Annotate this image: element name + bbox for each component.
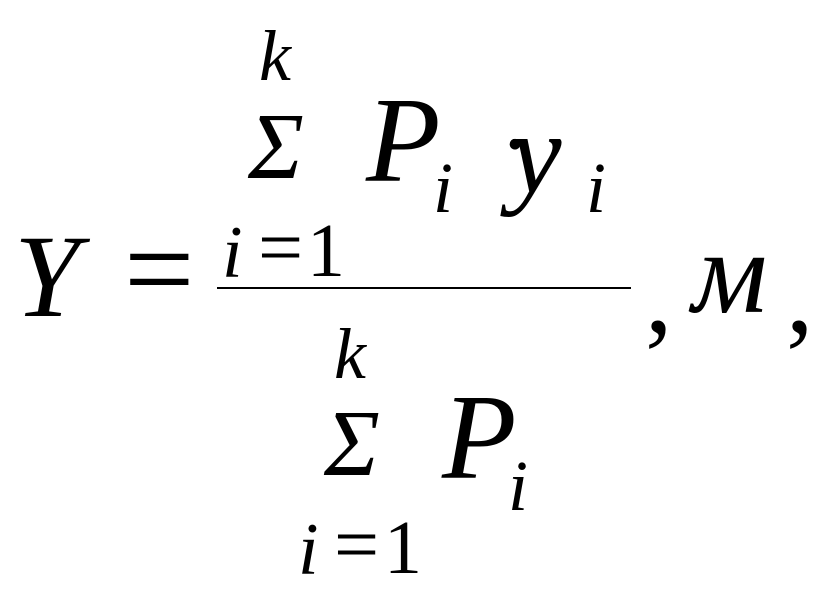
lhs-variable: Y bbox=[14, 211, 80, 342]
comma-after-unit: , bbox=[786, 234, 814, 356]
fraction-bar bbox=[217, 287, 631, 289]
denominator-p-variable: P bbox=[442, 370, 517, 505]
comma-before-unit: , bbox=[645, 234, 673, 356]
unit-meters: м bbox=[692, 207, 768, 338]
denominator-sum-lower-start: 1 bbox=[384, 506, 422, 590]
denominator-sum-symbol: Σ bbox=[324, 392, 380, 496]
numerator-y-subscript: i bbox=[586, 148, 607, 228]
denominator-sum-upper-limit: k bbox=[334, 314, 366, 394]
numerator-sum-symbol: Σ bbox=[248, 95, 304, 199]
multiplication-dot: · bbox=[500, 95, 530, 194]
denominator-sum-lower-index: i bbox=[298, 509, 319, 591]
numerator-y-variable: y bbox=[510, 90, 562, 218]
denominator-p-subscript: i bbox=[508, 446, 529, 526]
numerator-sum-lower-equals: = bbox=[258, 204, 304, 292]
numerator-p-variable: P bbox=[366, 73, 441, 208]
numerator-p-subscript: i bbox=[433, 148, 454, 228]
numerator-sum-lower-index: i bbox=[222, 212, 243, 294]
equals-sign: = bbox=[124, 201, 195, 339]
numerator-sum-upper-limit: k bbox=[259, 16, 291, 96]
numerator-sum-lower-start: 1 bbox=[307, 209, 345, 293]
denominator-sum-lower-equals: = bbox=[334, 501, 380, 589]
